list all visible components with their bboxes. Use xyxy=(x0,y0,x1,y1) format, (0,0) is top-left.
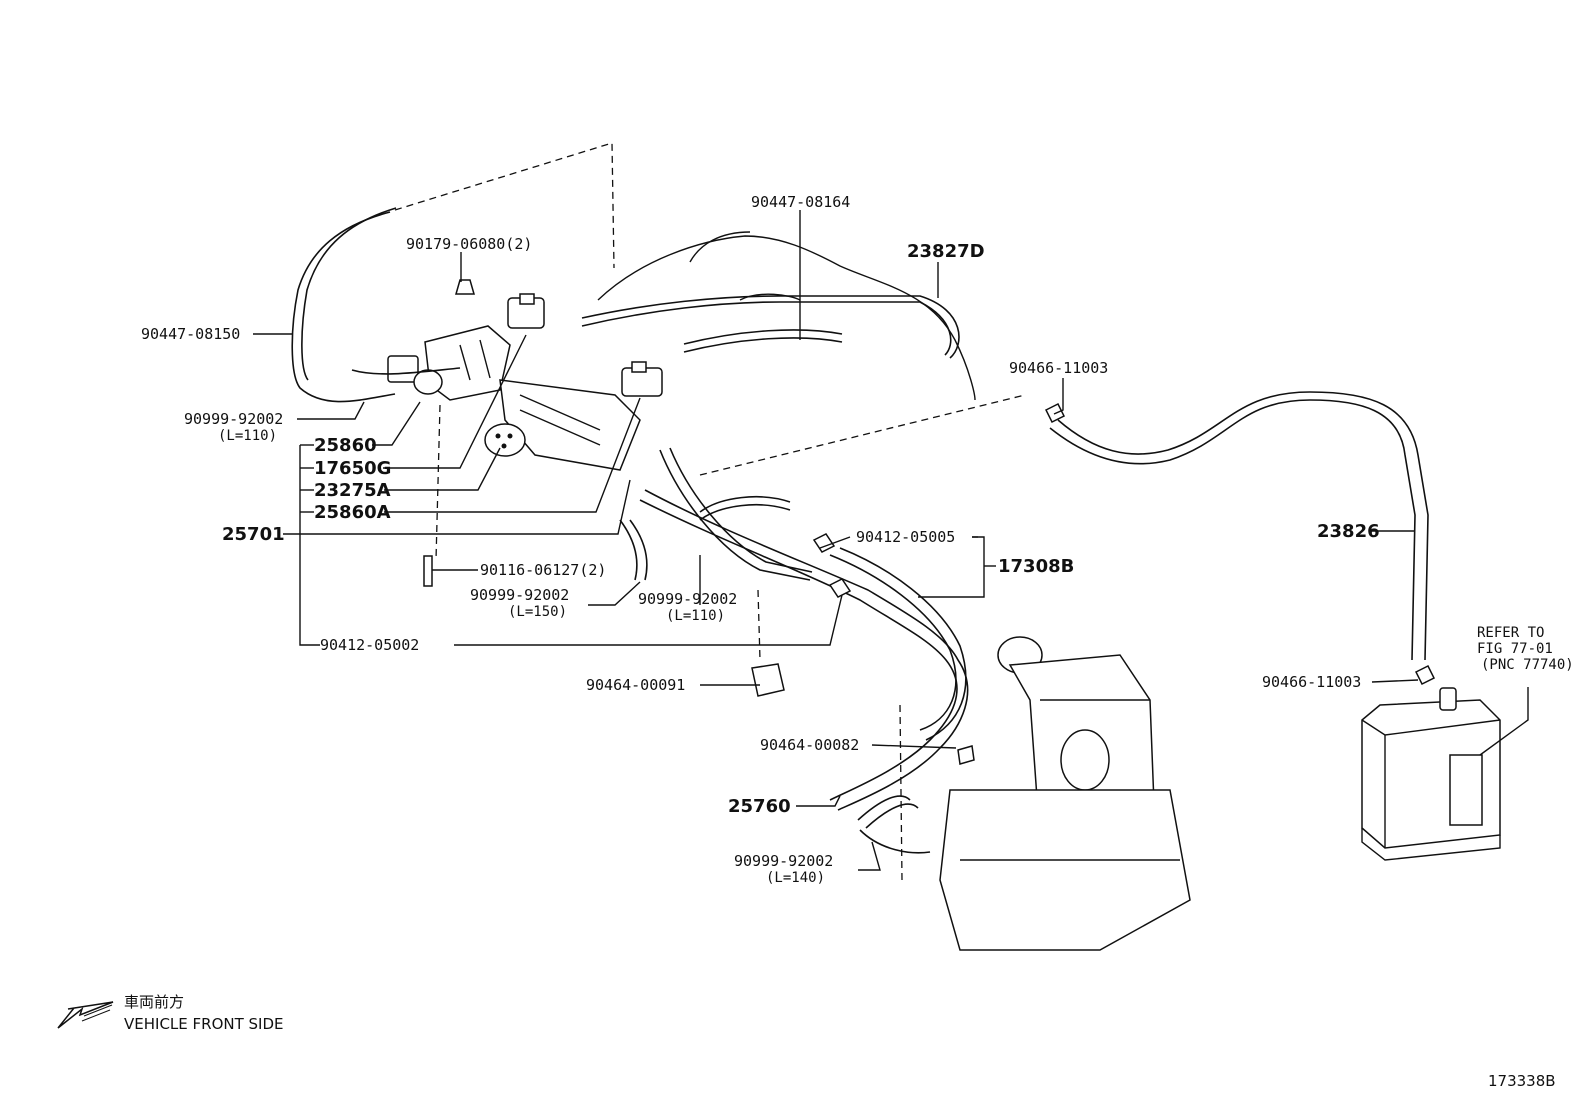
label-90999-92002-d: 90999-92002 xyxy=(734,852,833,870)
label-90464-00082: 90464-00082 xyxy=(760,736,859,754)
label-90412-05002: 90412-05002 xyxy=(320,636,419,654)
label-90466-11003-top: 90466-11003 xyxy=(1009,359,1108,377)
label-90999-92002-b-length: (L=150) xyxy=(508,604,567,620)
label-23826: 23826 xyxy=(1317,521,1380,542)
label-90464-00091: 90464-00091 xyxy=(586,676,685,694)
intake-manifold-outline xyxy=(597,231,976,401)
throttle-body xyxy=(939,636,1191,951)
arrow-left-down-icon xyxy=(57,1001,114,1029)
vacuum-hoses xyxy=(291,207,1429,854)
label-90999-92002-c-length: (L=110) xyxy=(666,608,725,624)
label-90116-06127: 90116-06127(2) xyxy=(480,561,606,579)
direction-english: VEHICLE FRONT SIDE xyxy=(124,1015,284,1033)
label-90447-08164: 90447-08164 xyxy=(751,193,850,211)
label-25860A: 25860A xyxy=(314,502,391,523)
vehicle-front-indicator: 車両前方 VEHICLE FRONT SIDE xyxy=(57,993,284,1033)
label-25760: 25760 xyxy=(728,796,791,817)
label-90179-06080: 90179-06080(2) xyxy=(406,235,532,253)
label-90447-08150: 90447-08150 xyxy=(141,325,240,343)
label-90999-92002-a-length: (L=110) xyxy=(218,428,277,444)
label-23827D: 23827D xyxy=(907,241,985,262)
label-17650G: 17650G xyxy=(314,458,391,479)
refer-note: REFER TO FIG 77-01 (PNC 77740) xyxy=(1477,625,1574,673)
part-labels: 90447-08164 23827D 90179-06080(2) 90447-… xyxy=(141,193,1380,886)
leader-lines xyxy=(253,210,1529,871)
fittings xyxy=(751,402,1436,765)
direction-japanese: 車両前方 xyxy=(124,993,184,1011)
vsv-parts xyxy=(387,279,663,587)
label-17308B: 17308B xyxy=(998,556,1074,577)
refer-note-line3: (PNC 77740) xyxy=(1481,657,1574,673)
label-90999-92002-a: 90999-92002 xyxy=(184,410,283,428)
label-23275A: 23275A xyxy=(314,480,391,501)
label-90412-05005: 90412-05005 xyxy=(856,528,955,546)
label-25701: 25701 xyxy=(222,524,285,545)
label-90466-11003-bottom: 90466-11003 xyxy=(1262,673,1361,691)
label-90999-92002-d-length: (L=140) xyxy=(766,870,825,886)
refer-note-line1: REFER TO xyxy=(1477,625,1544,641)
refer-note-line2: FIG 77-01 xyxy=(1477,641,1553,657)
label-25860: 25860 xyxy=(314,435,377,456)
vsv-bracket xyxy=(424,325,641,471)
charcoal-canister xyxy=(1361,687,1501,861)
figure-id: 173338B xyxy=(1488,1072,1556,1090)
label-90999-92002-b: 90999-92002 xyxy=(470,586,569,604)
label-90999-92002-c: 90999-92002 xyxy=(638,590,737,608)
